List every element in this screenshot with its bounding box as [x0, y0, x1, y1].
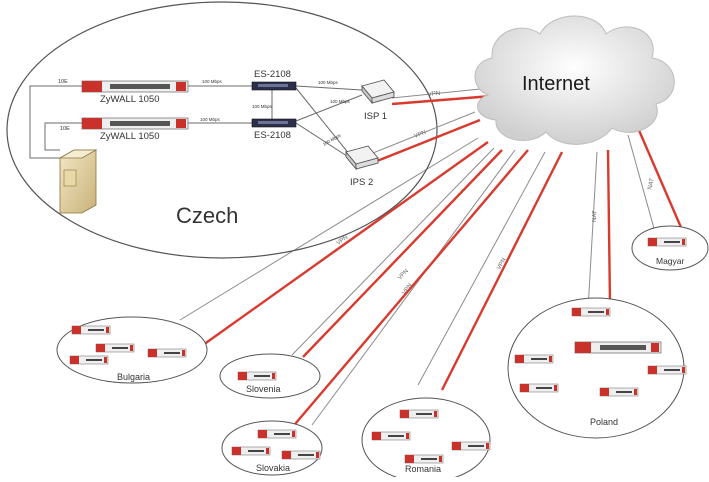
label-czech: Czech [176, 203, 238, 228]
isp2-modem-icon [345, 145, 379, 171]
link-poland-thin [587, 151, 598, 311]
label-zywall-bottom: ZyWALL 1050 [100, 131, 160, 142]
link-slovenia-thin [291, 147, 495, 356]
label-zywall-top: ZyWALL 1050 [100, 94, 160, 105]
site-slovakia: Slovakia [221, 420, 323, 476]
label-vpn-isp1: VPN [428, 91, 441, 98]
link-poland-vpn [606, 149, 612, 306]
internet-label: Internet [522, 73, 590, 95]
label-speed-isp1b: 100 Mbps [330, 99, 351, 104]
link-slovenia-vpn [302, 149, 503, 358]
label-nat-magyar: NAT [647, 177, 656, 190]
site-slovenia: Slovenia [219, 353, 321, 399]
label-es2108-bottom: ES-2108 [254, 130, 291, 141]
link-magyar-thin [627, 134, 656, 233]
isp-links [367, 87, 493, 165]
label-slovenia: Slovenia [246, 384, 281, 394]
internet-cloud-icon: Internet [474, 15, 675, 145]
site-bulgaria: Bulgaria [56, 316, 208, 384]
switch-es2108-bottom [251, 118, 297, 128]
label-speed-fw1: 100 Mbps [202, 79, 223, 84]
label-es2108-top: ES-2108 [254, 69, 291, 80]
label-speed-isp2: 100 Mbps [322, 132, 342, 147]
label-speed-fw2: 100 Mbps [200, 117, 221, 122]
zywall-1050-top [81, 80, 189, 93]
label-vpn-romania: VPN [496, 257, 507, 271]
label-vpn-bulgaria: VPN [336, 235, 350, 247]
label-vpn-slovakia: VPN [402, 283, 414, 297]
label-vpn-slovenia: VPN [397, 268, 410, 281]
switch-es2108-top [251, 81, 297, 91]
isp1-modem-icon [361, 79, 395, 105]
link-romania-thin [417, 151, 546, 386]
czech-wiring [29, 85, 363, 159]
wan-links [179, 127, 685, 431]
label-vpn-isp2: VPN [414, 130, 428, 140]
link-magyar-vpn [636, 127, 685, 233]
label-romania: Romania [405, 464, 441, 474]
label-bulgaria: Bulgaria [117, 372, 150, 382]
label-speed-switch: 100 Mbps [252, 104, 273, 109]
label-slovakia: Slovakia [256, 463, 290, 473]
link-slovakia-vpn [289, 149, 529, 431]
label-speed-isp1: 100 Mbps [318, 80, 339, 85]
link-slovakia-thin [311, 149, 516, 426]
label-10e-top: 10E [58, 79, 68, 85]
link-bulgaria-vpn [202, 141, 489, 346]
label-nat-poland: NAT [592, 210, 598, 222]
label-poland: Poland [590, 417, 618, 427]
zywall-1050-bottom [81, 117, 189, 130]
site-romania: Romania [361, 397, 491, 482]
label-magyar: Magyar [656, 256, 685, 266]
server-icon [58, 149, 98, 214]
label-isp1: ISP 1 [364, 111, 387, 122]
label-isp2: IPS 2 [350, 177, 373, 188]
czech-site-boundary [6, 1, 438, 259]
site-poland: Poland [507, 297, 687, 439]
site-magyar: Magyar [631, 225, 709, 271]
link-romania-vpn [440, 151, 564, 391]
label-10e-bottom: 10E [60, 126, 70, 132]
link-bulgaria-thin [179, 137, 479, 321]
